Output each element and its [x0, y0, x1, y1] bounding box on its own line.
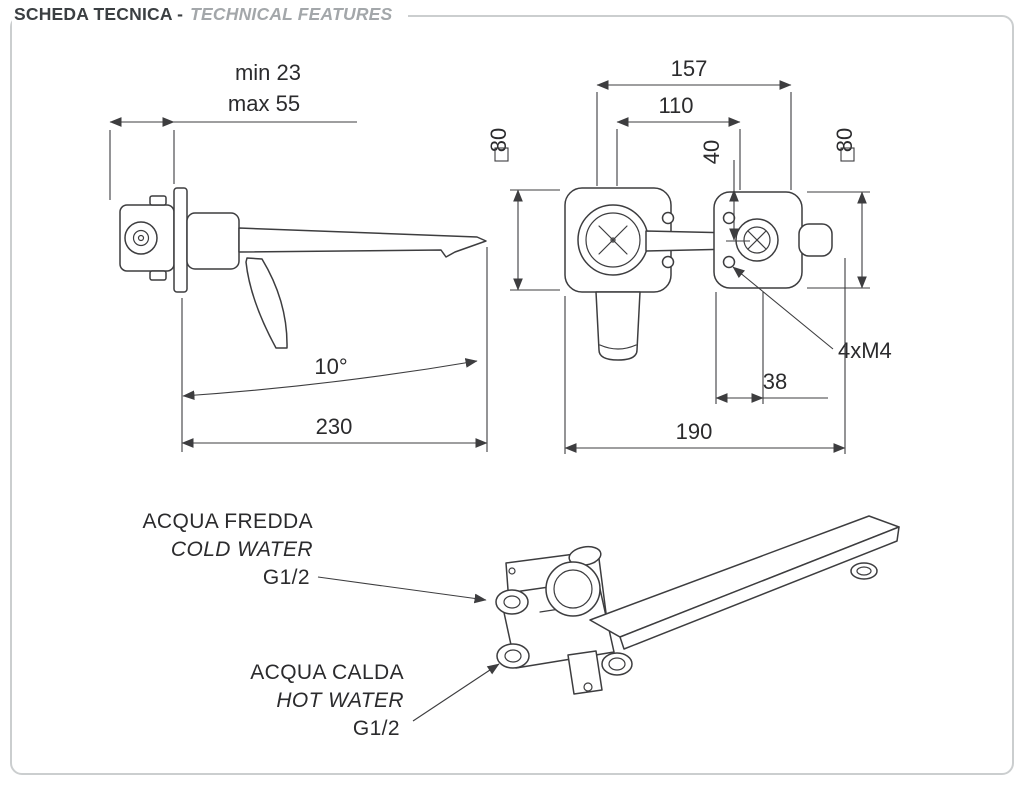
cold-inlet-bore [503, 595, 521, 609]
spout-center-dot [610, 237, 616, 243]
mounting-bracket [567, 650, 603, 695]
leader-4xm4 [732, 266, 834, 350]
dim-38-label: 38 [763, 369, 787, 394]
dim-157-label: 157 [671, 56, 708, 81]
dim-110-label: 110 [658, 93, 693, 118]
lower-cylinder [595, 291, 641, 361]
screw-bottom-left [661, 255, 675, 269]
cold-inlet-port [495, 589, 529, 615]
angle-arc [182, 358, 478, 401]
spout-front-edge [619, 526, 900, 650]
screw-bottom-right [722, 255, 736, 269]
spout-cross-2 [598, 225, 628, 255]
cartridge-circle-inner [132, 229, 150, 247]
dim-190-label: 190 [676, 419, 713, 444]
dim-80-left-label: 80 [486, 128, 511, 152]
lever-handle [245, 257, 288, 349]
hot-inlet-port [496, 643, 530, 669]
cartridge-circle [124, 221, 158, 255]
spout-base [186, 212, 240, 270]
body-stub-bottom [149, 270, 167, 281]
aerator [850, 562, 878, 580]
spout-top-face [589, 515, 900, 638]
outlet-bore [608, 657, 626, 671]
cylinder-bottom-arc [599, 344, 637, 350]
plate-screw-1 [508, 567, 516, 575]
dim-80-right-label: 80 [832, 128, 857, 152]
bracket-screw [583, 682, 593, 692]
spout-profile [238, 227, 487, 258]
spout-front-inner [585, 212, 641, 268]
cold-water-label-it: ACQUA FREDDA [143, 510, 314, 533]
page-border-frame [10, 15, 1014, 775]
cartridge-ring-inner [553, 569, 593, 609]
handle-knob [798, 223, 833, 257]
handle-front-inner [743, 226, 771, 254]
dim-min-label: min 23 [235, 60, 301, 85]
hot-water-label-en: HOT WATER [276, 689, 404, 712]
cartridge-center [137, 234, 145, 242]
title-italian: SCHEDA TECNICA - [14, 4, 184, 24]
wall-plate-side [173, 187, 188, 293]
cold-water-label-en: COLD WATER [171, 538, 313, 561]
outlet-port [601, 652, 633, 676]
handle-cross-2 [747, 230, 767, 250]
page-title: SCHEDA TECNICA - TECHNICAL FEATURES [12, 4, 409, 27]
angle-label: 10° [314, 354, 347, 379]
dim-max-label: max 55 [228, 91, 300, 116]
hot-water-thread: G1/2 [353, 717, 400, 740]
dim-40-label: 40 [699, 140, 724, 164]
dim-230-label: 230 [316, 414, 353, 439]
screw-top-left [661, 211, 675, 225]
front-view: 157 110 80 80 40 4xM4 [486, 56, 892, 454]
cold-water-leader [317, 576, 487, 604]
body-stub-top [149, 195, 167, 206]
perspective-view: ACQUA FREDDA COLD WATER G1/2 ACQUA CALDA… [143, 510, 900, 740]
aerator-inner [856, 566, 872, 576]
dim-4xm4-label: 4xM4 [838, 338, 892, 363]
hot-inlet-bore [504, 649, 522, 663]
cold-water-thread: G1/2 [263, 566, 310, 589]
hot-water-leader [412, 663, 500, 722]
square-symbol-right [840, 147, 855, 162]
screw-top-right [722, 211, 736, 225]
title-english: TECHNICAL FEATURES [190, 4, 393, 24]
side-view: min 23 max 55 10° 230 [109, 60, 488, 452]
hot-water-label-it: ACQUA CALDA [250, 661, 404, 684]
square-symbol-left [494, 147, 509, 162]
